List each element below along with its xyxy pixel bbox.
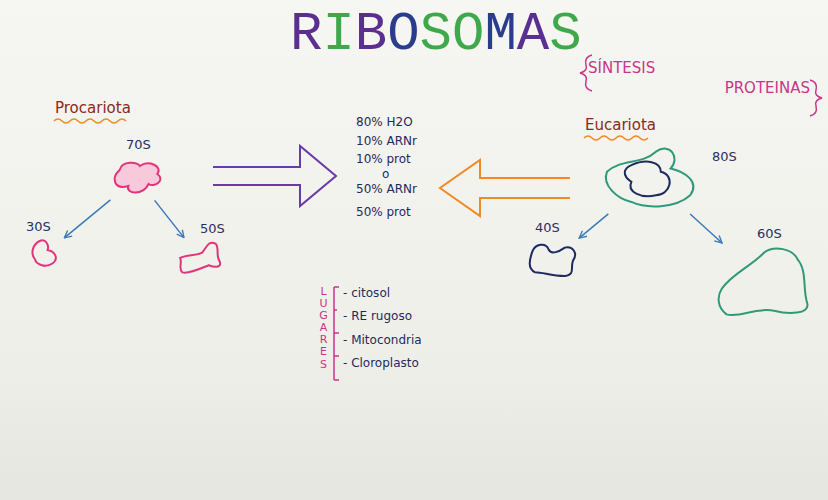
composition-line: 10% prot [356,153,411,167]
ribosome-shape [30,238,62,268]
composition-line: 80% H2O [356,116,413,130]
sedimentation-label: 50S [200,221,225,236]
group-heading: Procariota [55,100,131,117]
ribosome-subunit: 60S [717,245,812,318]
group-heading: Eucariota [585,117,656,134]
location-item: - citosol [343,287,390,301]
split-arrow [64,200,110,238]
brace [810,80,822,116]
split-arrow [690,214,722,243]
location-item: - Mitocondria [343,334,422,348]
sedimentation-label: 80S [712,149,737,164]
composition-line: 10% ARNr [356,135,417,149]
title: RIBOSOMAS [290,8,582,62]
sedimentation-label: 30S [26,219,51,234]
big-arrow [213,146,336,206]
ribosome-subunit: 80S [602,145,700,212]
composition-line: 50% prot [356,206,411,220]
vertical-heading: LUGARES [318,286,329,371]
ribosome-shape [178,240,222,276]
sedimentation-label: 70S [126,137,151,152]
composition-line: o [382,168,389,182]
ribosome-subunit: 30S [30,238,62,268]
sedimentation-label: 60S [757,226,782,241]
location-item: - RE rugoso [343,310,412,324]
wavy-underline [54,119,126,123]
composition-line: 50% ARNr [356,183,417,197]
split-arrow [579,214,608,238]
ribosome-subunit: 40S [527,240,581,278]
big-arrow [440,160,570,216]
ribosome-subunit: 50S [178,240,222,276]
bracket [334,287,339,380]
wavy-underline [584,136,648,140]
sedimentation-label: 40S [535,220,560,235]
ribosome-subunit: 70S [108,158,166,198]
topic-note: SÍNTESIS PROTEINAS [588,58,810,99]
ribosome-shape [717,245,812,318]
location-item: - Cloroplasto [343,357,419,371]
ribosome-shape [108,158,166,198]
ribosome-shape [602,145,700,212]
ribosome-shape [527,240,581,278]
split-arrow [155,200,184,237]
